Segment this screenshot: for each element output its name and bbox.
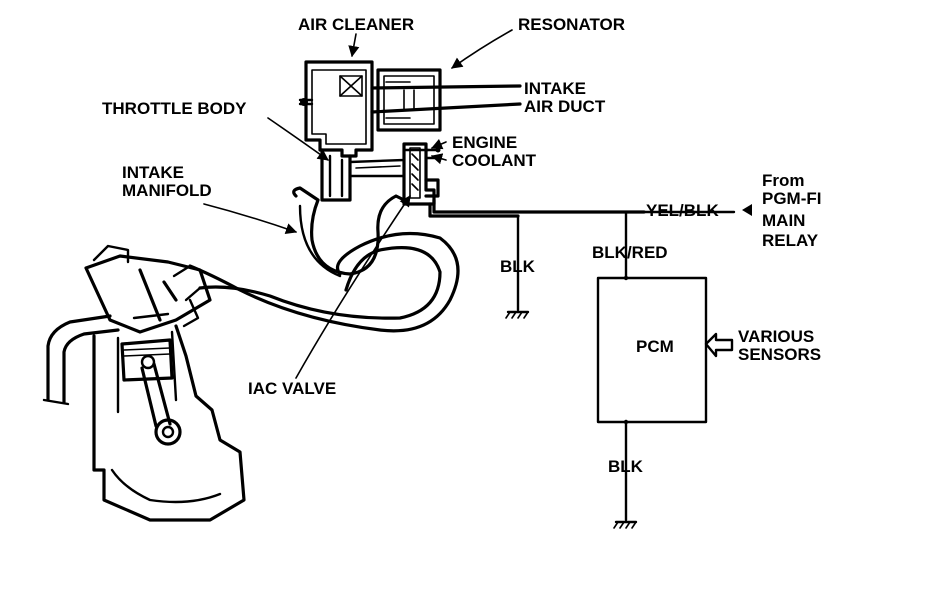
label-ground-blk-pcm: BLK bbox=[608, 457, 644, 476]
label-engine-coolant-1: ENGINE bbox=[452, 133, 517, 152]
throttle-body bbox=[320, 148, 430, 202]
label-engine-coolant-2: COOLANT bbox=[452, 151, 537, 170]
engine-cutaway bbox=[42, 244, 246, 522]
label-various-sensors-2: SENSORS bbox=[738, 345, 821, 364]
label-throttle-body: THROTTLE BODY bbox=[102, 99, 247, 118]
ground-symbol-iac bbox=[505, 310, 530, 319]
air-cleaner-assembly bbox=[298, 60, 374, 158]
ground-symbol-pcm bbox=[613, 520, 638, 529]
label-iac-valve: IAC VALVE bbox=[248, 379, 336, 398]
wiring bbox=[428, 198, 736, 522]
label-ground-blk-iac: BLK bbox=[500, 257, 536, 276]
label-from-relay-3: MAIN bbox=[762, 211, 805, 230]
leader-arrows bbox=[203, 29, 513, 379]
label-intake-air-duct-2: AIR DUCT bbox=[524, 97, 606, 116]
iac-valve-body bbox=[402, 142, 441, 206]
label-from-relay-2: PGM-FI bbox=[762, 189, 822, 208]
label-from-relay-4: RELAY bbox=[762, 231, 819, 250]
label-wire-blk-red: BLK/RED bbox=[592, 243, 668, 262]
relay-input-arrow bbox=[742, 204, 752, 216]
intake-manifold bbox=[172, 186, 460, 333]
label-pcm: PCM bbox=[636, 337, 674, 356]
resonator bbox=[376, 68, 442, 132]
intake-air-duct bbox=[370, 84, 522, 114]
label-air-cleaner: AIR CLEANER bbox=[298, 15, 414, 34]
label-resonator: RESONATOR bbox=[518, 15, 625, 34]
sensor-input-arrow bbox=[704, 332, 734, 358]
label-wire-yel-blk: YEL/BLK bbox=[646, 201, 719, 220]
label-various-sensors-1: VARIOUS bbox=[738, 327, 814, 346]
label-intake-air-duct-1: INTAKE bbox=[524, 79, 586, 98]
label-from-relay-1: From bbox=[762, 171, 805, 190]
pcm-box bbox=[596, 275, 708, 425]
label-intake-manifold-1: INTAKE bbox=[122, 163, 184, 182]
label-intake-manifold-2: MANIFOLD bbox=[122, 181, 212, 200]
